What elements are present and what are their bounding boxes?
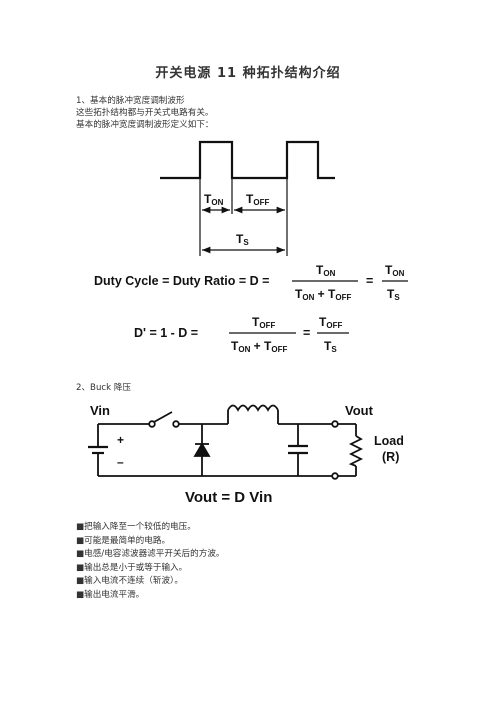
formula1-den: TON + TOFF: [295, 287, 351, 302]
switch-blade: [153, 411, 173, 423]
list-item: ■可能是最简单的电路。: [76, 535, 171, 546]
load-r-label: (R): [382, 450, 399, 464]
bullet-list: ■把输入降至一个较低的电压。 ■可能是最简单的电路。 ■电感/电容滤波器滤平开关…: [76, 521, 225, 602]
toff-label: TOFF: [246, 192, 269, 207]
load-resistor: [348, 435, 364, 467]
formula1-den2-ts: TS: [387, 287, 400, 302]
switch-terminal-right: [172, 420, 180, 428]
list-item: ■输出电流平滑。: [76, 589, 145, 600]
ton-label: TON: [204, 192, 224, 207]
duty-cycle-formula: Duty Cycle = Duty Ratio = D = TON TON + …: [94, 263, 408, 302]
formula2-num-toff: TOFF: [252, 315, 275, 330]
pwm-waveform: TON TOFF TS: [160, 140, 335, 256]
vin-label: Vin: [90, 403, 110, 418]
formula2-den2-ts: TS: [324, 339, 337, 354]
list-item: ■输出总是小于或等于输入。: [76, 562, 188, 573]
list-item: ■电感/电容滤波器滤平开关后的方波。: [76, 549, 225, 559]
vout-label: Vout: [345, 403, 374, 418]
minus-sign: –: [117, 455, 124, 469]
switch-terminal-left: [148, 420, 156, 428]
section1-text-1: 这些拓扑结构都与开关式电路有关。: [76, 108, 214, 118]
buck-circuit: [88, 404, 364, 480]
output-terminal-bottom: [331, 472, 339, 480]
complement-duty-formula: D' = 1 - D = TOFF TON + TOFF = TOFF TS: [134, 315, 349, 354]
output-terminal-top: [331, 420, 339, 428]
formula1-num-ton: TON: [316, 263, 336, 278]
formula2-num2-toff: TOFF: [319, 315, 342, 330]
diode-symbol: [193, 442, 211, 457]
page-title: 开关电源 11 种拓扑结构介绍: [155, 66, 341, 81]
section2-heading: 2、Buck 降压: [76, 383, 132, 393]
list-item: ■输入电流不连续（斩波）。: [76, 576, 183, 586]
load-label: Load: [374, 434, 404, 448]
formula2-den: TON + TOFF: [231, 339, 287, 354]
inductor-coil: [227, 404, 279, 412]
section1-heading: 1、基本的脉冲宽度调制波形: [76, 96, 185, 106]
formula1-equals: =: [366, 274, 373, 288]
formula2-equals: =: [303, 326, 310, 340]
plus-sign: +: [117, 433, 124, 447]
list-item: ■把输入降至一个较低的电压。: [76, 522, 196, 532]
formula1-lhs: Duty Cycle = Duty Ratio = D =: [94, 274, 269, 288]
section1-text-2: 基本的脉冲宽度调制波形定义如下：: [76, 120, 214, 130]
formula1-num2-ton: TON: [385, 263, 405, 278]
ts-label: TS: [236, 232, 249, 247]
formula2-lhs: D' = 1 - D =: [134, 326, 198, 340]
buck-equation: Vout = D Vin: [185, 489, 272, 506]
